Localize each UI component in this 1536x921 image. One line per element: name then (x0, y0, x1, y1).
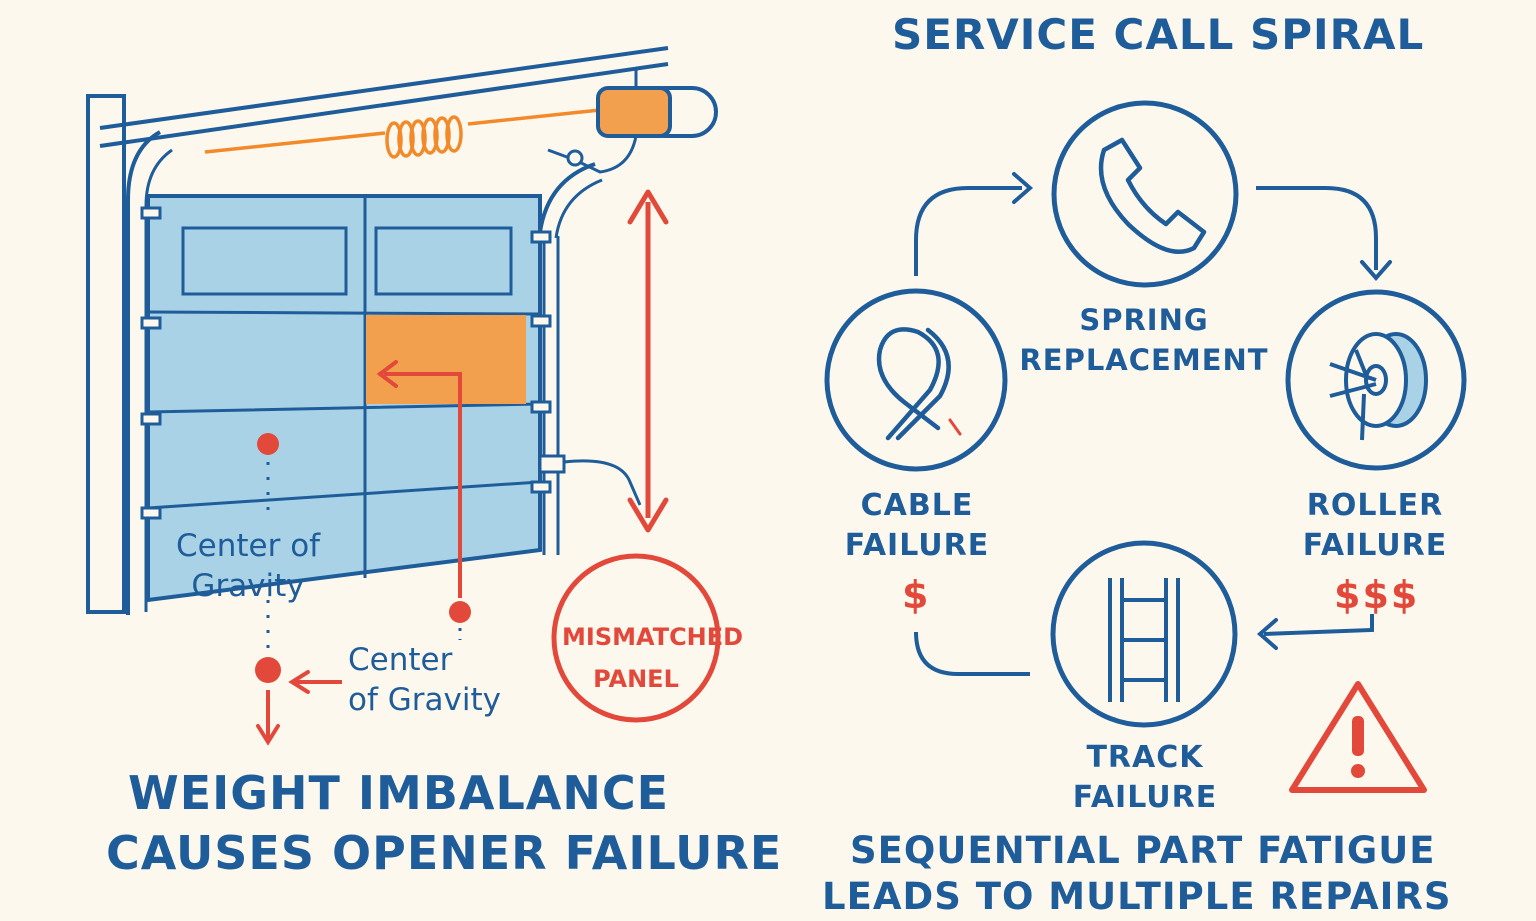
spring-circle (1051, 100, 1239, 288)
opener-arm (547, 135, 638, 174)
right-track (542, 232, 560, 555)
door-rollers (140, 206, 552, 520)
mismatched-panel (366, 315, 526, 404)
cable-icon (876, 327, 962, 441)
door-window-left (181, 226, 348, 296)
step-label-cable: CABLE FAILURE (844, 488, 990, 563)
left-title-line1: WEIGHT IMBALANCE (128, 766, 670, 820)
footer-line2: LEADS TO MULTIPLE REPAIRS (822, 875, 1452, 918)
cog-label-lower: Center of Gravity (348, 642, 501, 718)
track-circle (1050, 540, 1238, 728)
roller-icon (1329, 332, 1428, 441)
left-track (126, 130, 162, 615)
footer-line1: SEQUENTIAL PART FATIGUE (850, 829, 1436, 872)
door-body (146, 194, 542, 603)
service-spiral-diagram (824, 100, 1467, 793)
mismatch-badge-ring (551, 553, 721, 723)
warning-icon (1289, 681, 1427, 793)
torsion-bar (204, 108, 601, 154)
shift-arrow (384, 372, 462, 598)
left-title-line2: CAUSES OPENER FAILURE (106, 826, 783, 880)
arrow-cable-to-spring (914, 186, 1022, 276)
garage-door-illustration (86, 46, 721, 746)
torsion-spring (385, 115, 463, 159)
door-frame-post (86, 94, 126, 614)
cog-dot-lower (449, 601, 471, 623)
panel-joints (147, 310, 541, 510)
arrow-track-to-cable (914, 631, 1030, 676)
cable-circle (824, 288, 1008, 472)
cost-roller: $$$ (1334, 573, 1420, 617)
mismatch-badge-label: MISMATCHED PANEL (562, 623, 744, 693)
arrow-roller-to-track (1263, 614, 1374, 636)
cog-dot-shifted (255, 657, 281, 683)
right-track-curve (538, 162, 596, 233)
cog-dot-upper (257, 433, 279, 455)
lift-cable (563, 459, 642, 506)
step-label-roller: ROLLER FAILURE (1302, 488, 1448, 563)
phone-icon (1098, 137, 1207, 254)
spiral-title: SERVICE CALL SPIRAL (892, 10, 1425, 59)
arrow-spring-to-roller (1256, 186, 1378, 270)
cost-cable: $ (902, 573, 929, 617)
cog-label-upper: Center of Gravity (176, 528, 321, 604)
track-icon (1108, 578, 1180, 702)
step-label-track: TRACK FAILURE (1072, 740, 1218, 815)
door-window-right (374, 226, 513, 296)
header-rail (99, 46, 669, 148)
opener-housing (596, 86, 672, 138)
step-label-spring: SPRING REPLACEMENT (1019, 303, 1269, 377)
cable-bracket (538, 454, 566, 474)
